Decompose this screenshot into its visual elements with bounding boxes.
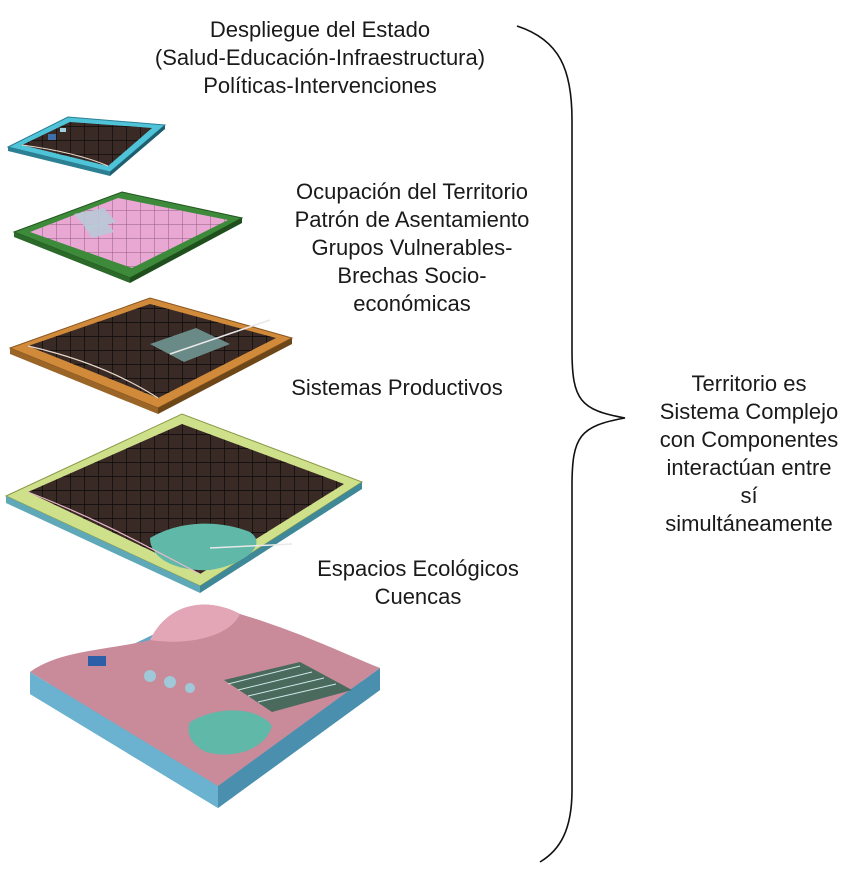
layer-ocupacion-tile xyxy=(12,191,244,283)
layer-estado-tile xyxy=(6,116,167,176)
label-estado: Despliegue del Estado (Salud-Educación-I… xyxy=(154,17,486,98)
label-ecologicos: Espacios Ecológicos Cuencas xyxy=(317,556,519,609)
layer-ecologicos-tile xyxy=(4,413,364,593)
label-ocupacion: Ocupación del Territorio Patrón de Asent… xyxy=(294,179,530,316)
label-productivos: Sistemas Productivos xyxy=(291,375,503,400)
base-terrain-block xyxy=(30,604,380,808)
layer-productivos-tile xyxy=(8,297,294,414)
grouping-brace xyxy=(516,25,626,863)
label-summary: Territorio es Sistema Complejo con Compo… xyxy=(659,371,839,536)
